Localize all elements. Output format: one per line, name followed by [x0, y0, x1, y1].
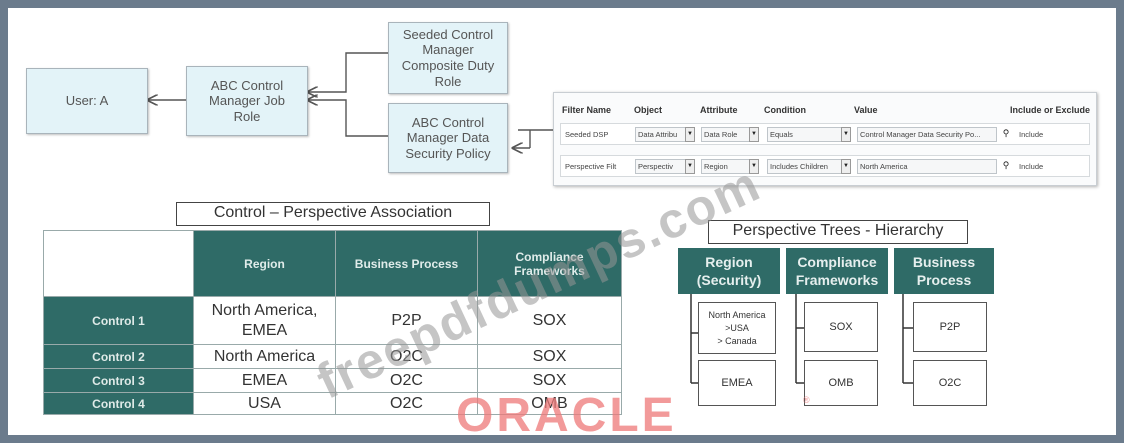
north-america-label: North America [708, 309, 766, 320]
emea-node: EMEA [698, 360, 776, 406]
region-cell: North America, EMEA [193, 296, 336, 345]
attribute-dropdown-icon[interactable]: ▼ [749, 127, 759, 142]
o2c-node: O2C [913, 360, 987, 406]
condition-value: Includes Children [770, 162, 828, 171]
sox-node: SOX [804, 302, 878, 352]
header-filter-name: Filter Name [562, 105, 612, 115]
filter-panel: Filter Name Object Attribute Condition V… [553, 92, 1097, 186]
north-america-node: North America >USA > Canada [698, 302, 776, 354]
region-cell: EMEA [193, 368, 336, 393]
condition-value: Equals [770, 130, 793, 139]
region-security-header: Region (Security) [678, 248, 780, 294]
value-field[interactable]: Control Manager Data Security Po... [857, 127, 997, 142]
column-business-process: Business Process [335, 230, 478, 297]
registered-mark: ® [803, 395, 810, 405]
trees-title: Perspective Trees - Hierarchy [708, 220, 968, 244]
table-header-row: Region Business Process Compliance Frame… [43, 230, 622, 297]
attribute-dropdown-icon[interactable]: ▼ [749, 159, 759, 174]
usa-label: >USA [725, 322, 749, 333]
user-label: User: A [65, 93, 109, 109]
control-label: Control 2 [43, 344, 194, 369]
header-include-exclude: Include or Exclude [1010, 105, 1091, 115]
omb-node: OMB [804, 360, 878, 406]
include-value: Include [1019, 130, 1044, 139]
filter-row: Perspective Filt Perspectiv ▼ Region ▼ I… [560, 155, 1090, 177]
region-cell: USA [193, 392, 336, 415]
filter-row: Seeded DSP Data Attribu ▼ Data Role ▼ Eq… [560, 123, 1090, 145]
object-value: Data Attribu [638, 130, 678, 139]
canada-label: > Canada [717, 335, 757, 346]
omb-label: OMB [828, 377, 854, 389]
framework-cell: OMB [477, 392, 622, 415]
search-icon[interactable]: ⚲ [1002, 128, 1010, 138]
duty-role-label: Seeded Control Manager Composite Duty Ro… [401, 26, 495, 89]
value-text: Control Manager Data Security Po... [860, 130, 981, 139]
framework-cell: SOX [477, 296, 622, 345]
header-attribute: Attribute [700, 105, 738, 115]
control-label: Control 3 [43, 368, 194, 393]
arrow-policy-to-job [308, 100, 388, 137]
compliance-frameworks-header: Compliance Frameworks [786, 248, 888, 294]
table-row: Control 4 USA O2C OMB [43, 392, 622, 415]
condition-dropdown-icon[interactable]: ▼ [841, 127, 851, 142]
duty-role-node: Seeded Control Manager Composite Duty Ro… [388, 22, 508, 94]
attribute-select[interactable]: Data Role [701, 127, 757, 142]
value-text: North America [860, 162, 908, 171]
object-dropdown-icon[interactable]: ▼ [685, 127, 695, 142]
value-field[interactable]: North America [857, 159, 997, 174]
column-compliance-frameworks: Compliance Frameworks [477, 230, 622, 297]
framework-cell: SOX [477, 368, 622, 393]
process-cell: O2C [335, 392, 478, 415]
attribute-value: Data Role [704, 130, 738, 139]
object-select[interactable]: Data Attribu [635, 127, 691, 142]
header-condition: Condition [764, 105, 806, 115]
p2p-node: P2P [913, 302, 987, 352]
table-row: Control 2 North America O2C SOX [43, 344, 622, 369]
object-select[interactable]: Perspectiv [635, 159, 691, 174]
security-policy-node: ABC Control Manager Data Security Policy [388, 103, 508, 173]
o2c-label: O2C [938, 377, 962, 389]
attribute-value: Region [704, 162, 728, 171]
header-object: Object [634, 105, 663, 115]
include-value: Include [1019, 162, 1044, 171]
hierarchy-connectors [8, 52, 913, 384]
object-value: Perspectiv [638, 162, 674, 171]
condition-dropdown-icon[interactable]: ▼ [841, 159, 851, 174]
security-policy-label: ABC Control Manager Data Security Policy [405, 114, 491, 161]
association-table: Region Business Process Compliance Frame… [43, 230, 622, 415]
p2p-label: P2P [939, 321, 961, 333]
attribute-select[interactable]: Region [701, 159, 757, 174]
table-row: Control 1 North America, EMEA P2P SOX [43, 296, 622, 345]
emea-label: EMEA [721, 377, 753, 389]
process-cell: O2C [335, 368, 478, 393]
control-label: Control 4 [43, 392, 194, 415]
job-role-label: ABC Control Manager Job Role [209, 77, 285, 124]
search-icon[interactable]: ⚲ [1002, 160, 1010, 170]
header-value: Value [854, 105, 878, 115]
corner-cell [43, 230, 194, 297]
condition-select[interactable]: Includes Children [767, 159, 845, 174]
framework-cell: SOX [477, 344, 622, 369]
filter-name-cell: Seeded DSP [565, 130, 609, 139]
business-process-header: Business Process [894, 248, 994, 294]
diagram-canvas: User: A ABC Control Manager Job Role See… [8, 8, 1116, 435]
condition-select[interactable]: Equals [767, 127, 845, 142]
filter-name-cell: Perspective Filt [565, 162, 617, 171]
sox-label: SOX [829, 321, 853, 333]
arrow-duty-to-job [308, 52, 388, 92]
column-region: Region [193, 230, 336, 297]
association-title: Control – Perspective Association [176, 202, 490, 226]
oracle-watermark-logo: ORACLE [456, 389, 677, 435]
job-role-node: ABC Control Manager Job Role [186, 66, 308, 136]
object-dropdown-icon[interactable]: ▼ [685, 159, 695, 174]
control-label: Control 1 [43, 296, 194, 345]
user-node: User: A [26, 68, 148, 134]
